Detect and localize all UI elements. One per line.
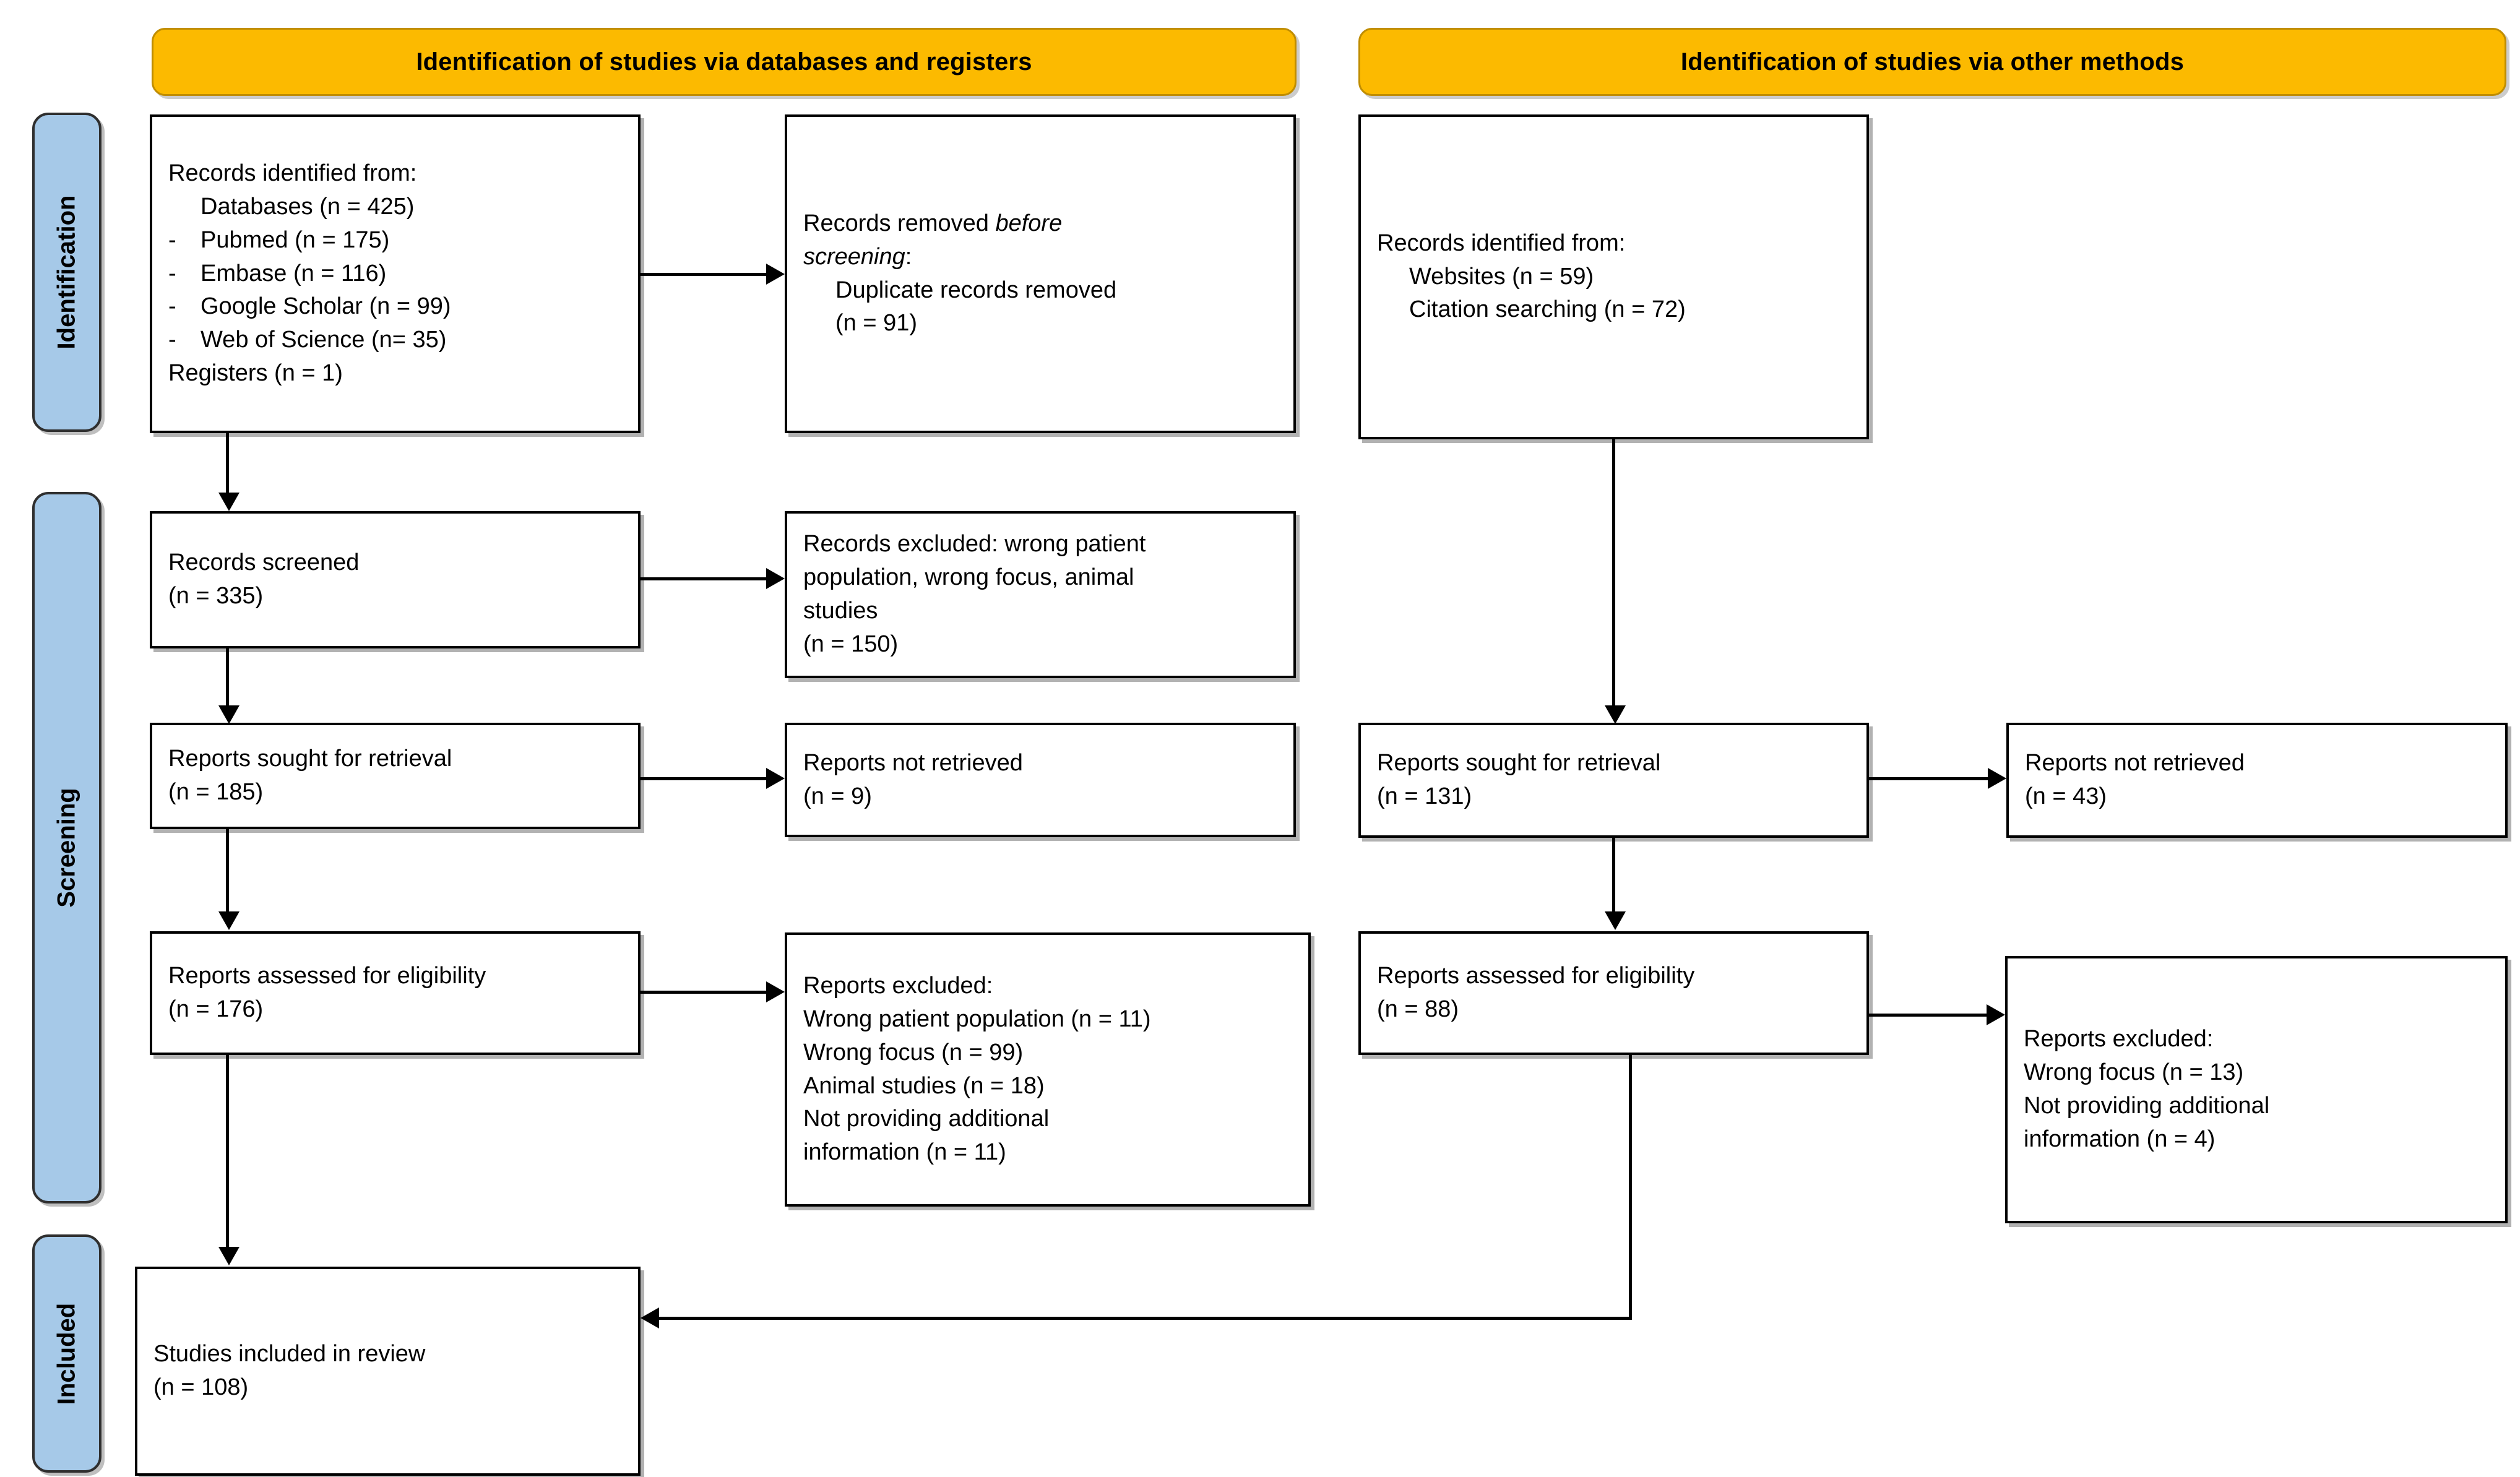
header-other-label: Identification of studies via other meth… [1680, 48, 2185, 75]
db-reports-excluded-line-5: Not providing additional [803, 1106, 1050, 1132]
included-line-1: Studies included in review [153, 1341, 426, 1367]
connector-other-assessed-to-included-horizontal [659, 1317, 1632, 1320]
connector-db-screened-to-excluded [641, 577, 766, 580]
node-db-reports-excluded: Reports excluded: Wrong patient populati… [785, 932, 1311, 1207]
connector-db-screened-to-sought [226, 648, 229, 705]
stage-rail-screening: Screening [32, 492, 101, 1204]
node-studies-included: Studies included in review (n = 108) [135, 1267, 641, 1476]
arrowhead-db-sought-to-not-retrieved [766, 768, 785, 789]
stage-rail-included: Included [32, 1234, 101, 1473]
db-reports-excluded-line-2: Wrong patient population (n = 11) [803, 1005, 1151, 1032]
node-other-reports-excluded: Reports excluded: Wrong focus (n = 13) N… [2005, 956, 2508, 1223]
arrowhead-db-screened-to-excluded [766, 568, 785, 589]
db-records-excluded-line-2: population, wrong focus, animal [803, 564, 1134, 591]
arrowhead-other-sought-to-assessed [1605, 911, 1626, 930]
db-not-retrieved-line-1: Reports not retrieved [803, 749, 1023, 776]
db-records-excluded-line-1: Records excluded: wrong patient [803, 531, 1146, 558]
connector-other-assessed-to-included-vertical [1629, 1055, 1632, 1318]
db-sought-line-1: Reports sought for retrieval [168, 746, 452, 772]
db-sought-line-2: (n = 185) [168, 779, 264, 805]
connector-db-assessed-to-excluded [641, 991, 766, 994]
db-identified-line-7: Registers (n = 1) [168, 360, 343, 387]
node-db-records-excluded: Records excluded: wrong patient populati… [785, 511, 1296, 678]
node-db-records-identified: Records identified from: Databases (n = … [150, 114, 641, 433]
db-removed-line-3: Duplicate records removed [835, 277, 1117, 303]
stage-rail-identification: Identification [32, 113, 101, 432]
connector-db-sought-to-assessed [226, 829, 229, 911]
db-identified-line-1: Records identified from: [168, 160, 417, 186]
node-other-records-identified: Records identified from: Websites (n = 5… [1358, 114, 1869, 439]
node-db-reports-not-retrieved: Reports not retrieved (n = 9) [785, 723, 1296, 837]
node-db-reports-sought: Reports sought for retrieval (n = 185) [150, 723, 641, 829]
stage-rail-included-label: Included [53, 1303, 80, 1405]
arrowhead-other-assessed-to-excluded [1987, 1004, 2005, 1025]
connector-db-sought-to-not-retrieved [641, 777, 766, 780]
db-screened-line-2: (n = 335) [168, 583, 264, 609]
connector-db-identified-to-screened [226, 433, 229, 493]
db-removed-line-4: (n = 91) [835, 310, 918, 337]
db-assessed-line-1: Reports assessed for eligibility [168, 963, 486, 989]
other-identified-line-1: Records identified from: [1377, 230, 1626, 256]
header-databases-and-registers: Identification of studies via databases … [152, 28, 1297, 96]
db-identified-line-4: Embase (n = 116) [168, 257, 622, 291]
other-assessed-line-1: Reports assessed for eligibility [1377, 963, 1695, 989]
node-db-reports-assessed: Reports assessed for eligibility (n = 17… [150, 931, 641, 1055]
db-screened-line-1: Records screened [168, 549, 360, 576]
db-records-excluded-line-4: (n = 150) [803, 631, 899, 657]
node-db-records-screened: Records screened (n = 335) [150, 511, 641, 648]
other-reports-excluded-line-4: information (n = 4) [2024, 1126, 2216, 1152]
stage-rail-identification-label: Identification [53, 195, 80, 350]
db-assessed-line-2: (n = 176) [168, 996, 264, 1022]
db-identified-line-3: Pubmed (n = 175) [168, 224, 622, 257]
header-other-methods: Identification of studies via other meth… [1358, 28, 2506, 96]
db-reports-excluded-line-1: Reports excluded: [803, 972, 993, 999]
db-removed-line-2-emph: screening [803, 243, 905, 270]
db-removed-line-1-text: Records removed [803, 210, 996, 236]
arrowhead-db-identified-to-removed [766, 264, 785, 285]
other-reports-excluded-line-1: Reports excluded: [2024, 1026, 2214, 1053]
other-not-retrieved-line-2: (n = 43) [2025, 783, 2107, 809]
other-identified-line-3: Citation searching (n = 72) [1409, 296, 1686, 323]
db-reports-excluded-line-3: Wrong focus (n = 99) [803, 1039, 1024, 1066]
arrowhead-db-sought-to-assessed [218, 911, 239, 930]
db-identified-line-5: Google Scholar (n = 99) [168, 290, 622, 324]
db-removed-line-2: screening: [803, 241, 1277, 274]
db-identified-line-2: Databases (n = 425) [201, 193, 415, 220]
db-removed-line-2-text: : [905, 243, 912, 270]
connector-other-sought-to-assessed [1612, 838, 1615, 911]
db-records-excluded-line-3: studies [803, 598, 878, 624]
other-sought-line-2: (n = 131) [1377, 783, 1472, 809]
node-other-reports-assessed: Reports assessed for eligibility (n = 88… [1358, 931, 1869, 1055]
db-removed-line-1: Records removed before [803, 207, 1277, 241]
db-reports-excluded-line-6: information (n = 11) [803, 1139, 1006, 1166]
included-line-2: (n = 108) [153, 1374, 249, 1400]
arrowhead-other-identified-to-sought [1605, 705, 1626, 724]
db-reports-excluded-line-4: Animal studies (n = 18) [803, 1072, 1045, 1099]
other-not-retrieved-line-1: Reports not retrieved [2025, 750, 2245, 777]
connector-other-identified-to-sought [1612, 439, 1615, 705]
connector-db-identified-to-removed [641, 273, 766, 276]
arrowhead-other-assessed-to-included [641, 1307, 659, 1328]
other-reports-excluded-line-2: Wrong focus (n = 13) [2024, 1059, 2244, 1086]
connector-other-assessed-to-excluded [1869, 1014, 1987, 1017]
node-other-reports-sought: Reports sought for retrieval (n = 131) [1358, 723, 1869, 838]
arrowhead-db-identified-to-screened [218, 493, 239, 511]
arrowhead-other-sought-to-not-retrieved [1988, 768, 2006, 789]
arrowhead-db-assessed-to-excluded [766, 981, 785, 1002]
db-identified-line-6: Web of Science (n= 35) [168, 324, 622, 357]
other-reports-excluded-line-3: Not providing additional [2024, 1093, 2270, 1119]
db-not-retrieved-line-2: (n = 9) [803, 783, 872, 809]
node-db-records-removed: Records removed before screening: Duplic… [785, 114, 1296, 433]
connector-db-assessed-to-included [226, 1055, 229, 1247]
arrowhead-db-assessed-to-included [218, 1247, 239, 1265]
other-assessed-line-2: (n = 88) [1377, 996, 1459, 1022]
node-other-reports-not-retrieved: Reports not retrieved (n = 43) [2006, 723, 2508, 838]
db-removed-line-1-emph: before [995, 210, 1063, 236]
other-identified-line-2: Websites (n = 59) [1409, 263, 1594, 290]
arrowhead-db-screened-to-sought [218, 705, 239, 724]
stage-rail-screening-label: Screening [53, 788, 80, 908]
connector-other-sought-to-not-retrieved [1869, 777, 1988, 780]
header-databases-label: Identification of studies via databases … [416, 48, 1032, 75]
other-sought-line-1: Reports sought for retrieval [1377, 750, 1661, 777]
